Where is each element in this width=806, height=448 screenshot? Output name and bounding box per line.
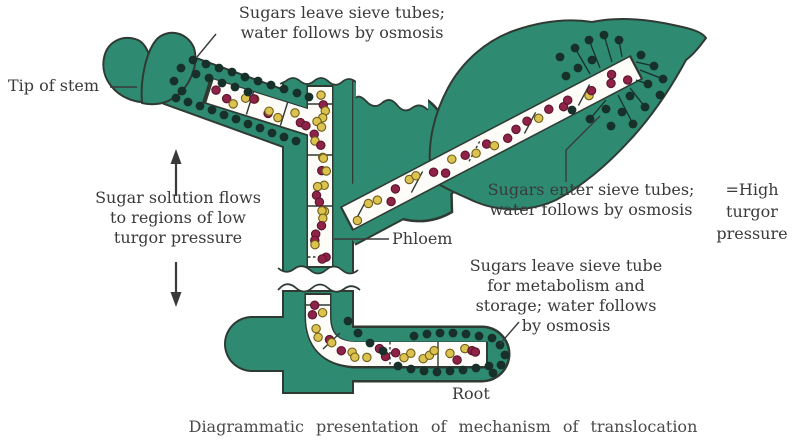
torn-edges bbox=[279, 56, 429, 112]
sugars-enter-leader bbox=[565, 115, 601, 182]
label-phloem: Phloem bbox=[392, 229, 453, 248]
label-sugars-enter: Sugars enter sieve tubes; water follows … bbox=[487, 180, 695, 219]
label-tip-of-stem: Tip of stem bbox=[8, 76, 100, 95]
label-high-turgor: =High turgor pressure bbox=[716, 180, 788, 243]
figure-caption: Diagrammatic presentation of mechanism o… bbox=[188, 417, 698, 436]
label-sugar-solution-flows: Sugar solution flows to regions of low t… bbox=[95, 188, 261, 247]
top-label-leader bbox=[196, 33, 217, 58]
down-arrow-icon bbox=[170, 262, 182, 307]
bud-shape bbox=[102, 31, 197, 106]
up-arrow-icon bbox=[170, 149, 182, 196]
label-sugars-leave-root: Sugars leave sieve tube for metabolism a… bbox=[469, 256, 663, 335]
root-label-leader bbox=[499, 321, 520, 345]
label-root: Root bbox=[452, 384, 490, 403]
label-sugars-leave-tip: Sugars leave sieve tubes; water follows … bbox=[238, 3, 446, 42]
stem-break-gap bbox=[277, 265, 361, 293]
sugar-dots bbox=[169, 30, 668, 378]
